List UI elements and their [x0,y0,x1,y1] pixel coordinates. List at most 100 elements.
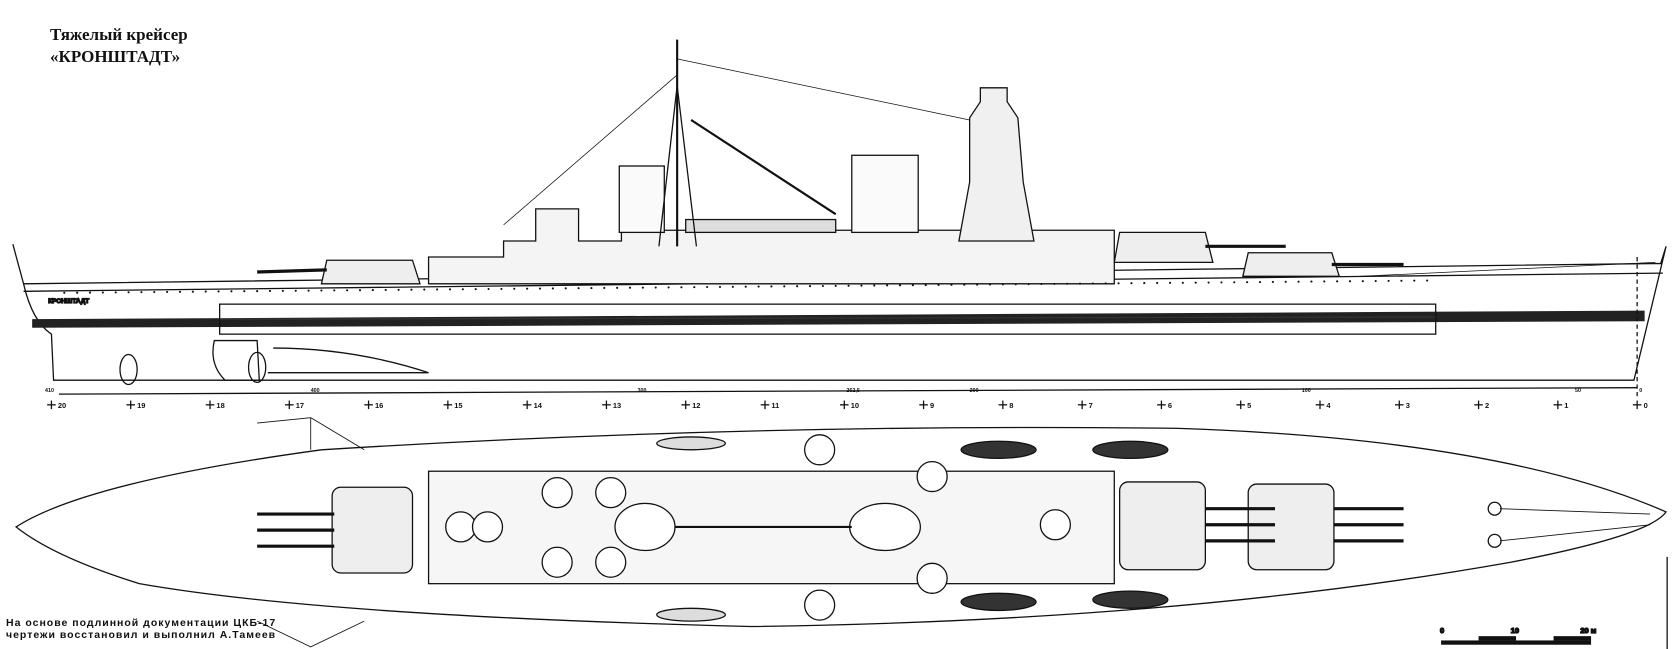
secondary-turret [541,546,573,578]
porthole [911,284,914,287]
porthole [1271,280,1274,284]
porthole [808,285,812,288]
station-mark: 9 [919,400,934,410]
porthole [371,289,374,292]
porthole [1310,280,1313,283]
station-mark: 17 [285,400,304,410]
station-label: 7 [1089,401,1093,410]
porthole [654,286,657,289]
scale-label-20: 20 м [1580,626,1596,635]
propeller [119,353,138,386]
ruler-label: 200 [970,388,979,394]
porthole [1091,282,1094,285]
station-mark: 11 [760,400,779,410]
porthole [1233,281,1236,284]
porthole [821,284,824,288]
porthole [988,283,992,286]
secondary-turret [541,477,573,509]
propeller-shaft-fairing [267,347,429,374]
aft-funnel [618,165,665,234]
plan-view: 0 10 20 м [14,417,1668,649]
porthole [1258,280,1262,284]
porthole [243,290,246,293]
porthole [757,285,760,288]
porthole [88,291,92,294]
porthole [1297,280,1300,283]
porthole [1348,280,1352,283]
porthole [590,287,593,290]
porthole [1361,280,1364,283]
scale-label-10: 10 [1511,626,1519,635]
porthole [423,288,426,291]
station-mark: 0 [1632,400,1648,410]
porthole [346,289,349,292]
secondary-turrets [445,434,1071,621]
porthole [191,290,194,293]
porthole [320,289,323,292]
porthole [538,287,542,290]
station-label: 11 [771,401,779,410]
porthole [628,286,632,289]
porthole [603,286,606,290]
credit-note: На основе подлинной документации ЦКБ-17 … [6,617,276,641]
propeller [247,351,267,383]
aft-funnel-plan [614,502,676,552]
porthole [204,290,207,293]
ruler-label: 50 [1575,388,1581,394]
porthole [436,288,439,291]
porthole [976,283,979,286]
station-mark: 19 [126,400,145,410]
secondary-turret [595,477,627,509]
porthole [963,283,966,286]
secondary-turret [471,511,504,543]
porthole [397,288,400,291]
porthole [1220,281,1223,284]
station-label: 17 [296,401,304,410]
drawing-title: Тяжелый крейсер «КРОНШТАДТ» [50,24,188,68]
porthole [680,286,683,289]
station-label: 8 [1009,401,1013,410]
porthole [898,284,902,287]
station-label: 2 [1485,401,1489,410]
tripod-leg [658,85,678,247]
secondary-turret [916,460,948,493]
porthole [1078,282,1082,285]
secondary-turret [916,562,948,594]
porthole [513,287,516,290]
station-mark: 8 [998,400,1013,410]
porthole [860,284,863,287]
porthole [101,291,104,294]
station-mark: 3 [1395,400,1410,410]
fwd-main-turret-1-plan [1247,483,1335,571]
gun-barrel [257,268,327,274]
porthole [178,290,182,293]
station-label: 6 [1168,401,1172,410]
station-mark: 4 [1315,400,1331,410]
porthole [1207,281,1210,284]
porthole [166,290,169,294]
credit-line-2: чертежи восстановил и выполнил А.Тамеев [6,629,277,641]
secondary-turret [804,434,836,466]
porthole [307,289,310,292]
porthole [1130,282,1133,285]
station-mark: 18 [205,400,225,410]
ruler-label: 410 [45,388,54,394]
fwd-main-turret-2-side [1113,231,1214,264]
porthole [487,287,490,291]
porthole [1014,283,1017,286]
porthole [718,285,722,289]
porthole [526,287,529,290]
aft-main-turret-plan [331,486,414,574]
porthole [1374,279,1377,283]
station-label: 9 [930,401,934,410]
secondary-turret [445,511,477,543]
title-line-2: «КРОНШТАДТ» [50,47,181,66]
station-label: 16 [375,401,383,410]
superstructure [427,208,1115,285]
porthole [1323,280,1326,283]
porthole [770,285,773,288]
porthole [358,289,362,292]
station-mark: 15 [443,400,463,410]
